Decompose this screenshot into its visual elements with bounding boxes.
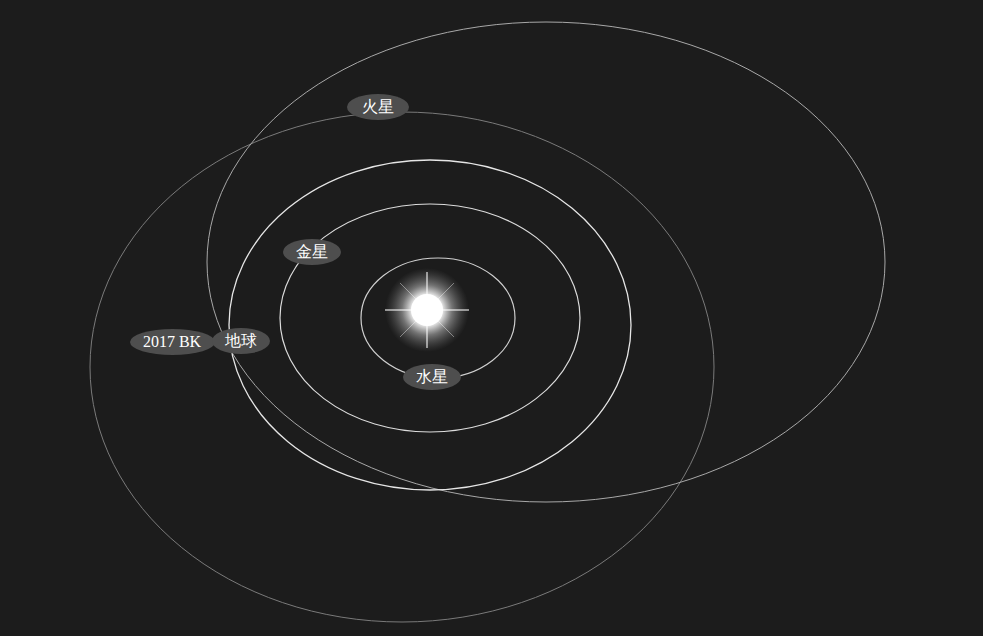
planet-label: 金星 xyxy=(283,239,341,265)
body-label: 2017 BK xyxy=(143,334,201,350)
sun xyxy=(385,268,469,352)
planet-label: 火星 xyxy=(347,94,409,120)
venus-orbit xyxy=(280,204,580,432)
mercury-orbit xyxy=(361,258,515,378)
planet-label: 水星 xyxy=(403,364,461,390)
body-label: 金星 xyxy=(296,244,328,260)
body-label: 火星 xyxy=(362,99,394,115)
body-label: 水星 xyxy=(416,369,448,385)
asteroid-label: 2017 BK xyxy=(130,329,215,355)
earth-orbit xyxy=(229,160,631,490)
mars-orbit xyxy=(207,22,885,502)
body-label: 地球 xyxy=(225,333,257,349)
planet-label: 地球 xyxy=(212,328,270,354)
asteroid-orbit xyxy=(90,112,714,622)
